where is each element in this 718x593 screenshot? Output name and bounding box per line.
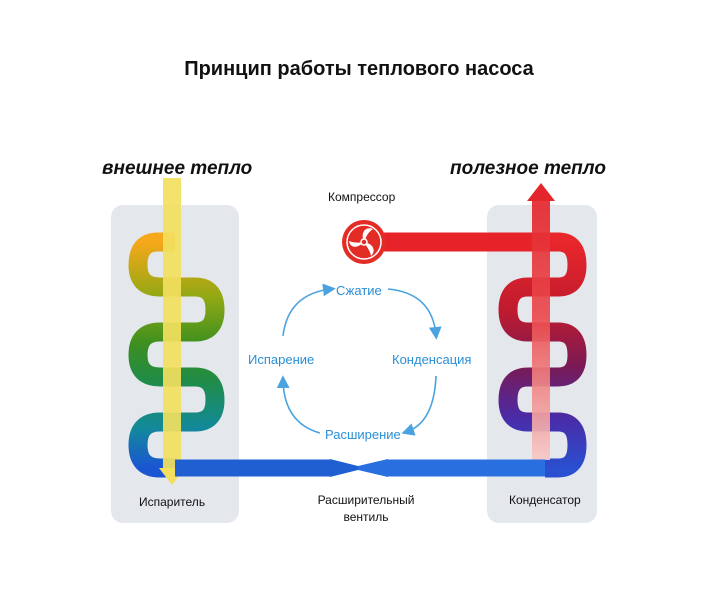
cycle-expansion-label: Расширение <box>325 427 401 442</box>
cycle-arrows <box>276 283 442 436</box>
expansion-valve-right <box>358 459 388 477</box>
useful-heat-stream <box>532 200 550 460</box>
expansion-valve-label-line1: Расширительный <box>317 493 415 507</box>
cycle-arrow-bottom-left <box>276 375 321 434</box>
expansion-valve-label-line2: вентиль <box>343 510 389 524</box>
condenser-label: Конденсатор <box>509 493 581 507</box>
compressor-label: Компрессор <box>328 190 396 204</box>
external-heat-label: внешнее тепло <box>102 158 253 179</box>
compressor-icon <box>342 220 386 264</box>
cycle-arrow-bottom-right <box>401 375 437 436</box>
evaporator-label: Испаритель <box>139 495 206 509</box>
expansion-valve <box>330 459 358 477</box>
cycle-arrow-top-left <box>282 283 336 337</box>
cycle-arrow-top-right <box>387 288 442 340</box>
cycle-compression-label: Сжатие <box>336 283 382 298</box>
evaporator-coil <box>128 232 225 478</box>
cycle-condensation-label: Конденсация <box>392 352 472 367</box>
cycle-evaporation-label: Испарение <box>248 352 315 367</box>
external-heat-stream <box>163 178 181 468</box>
page-title: Принцип работы теплового насоса <box>184 58 534 80</box>
condenser-coil <box>498 232 587 478</box>
useful-heat-stream-arrow <box>527 183 555 201</box>
useful-heat-label: полезное тепло <box>450 158 606 179</box>
